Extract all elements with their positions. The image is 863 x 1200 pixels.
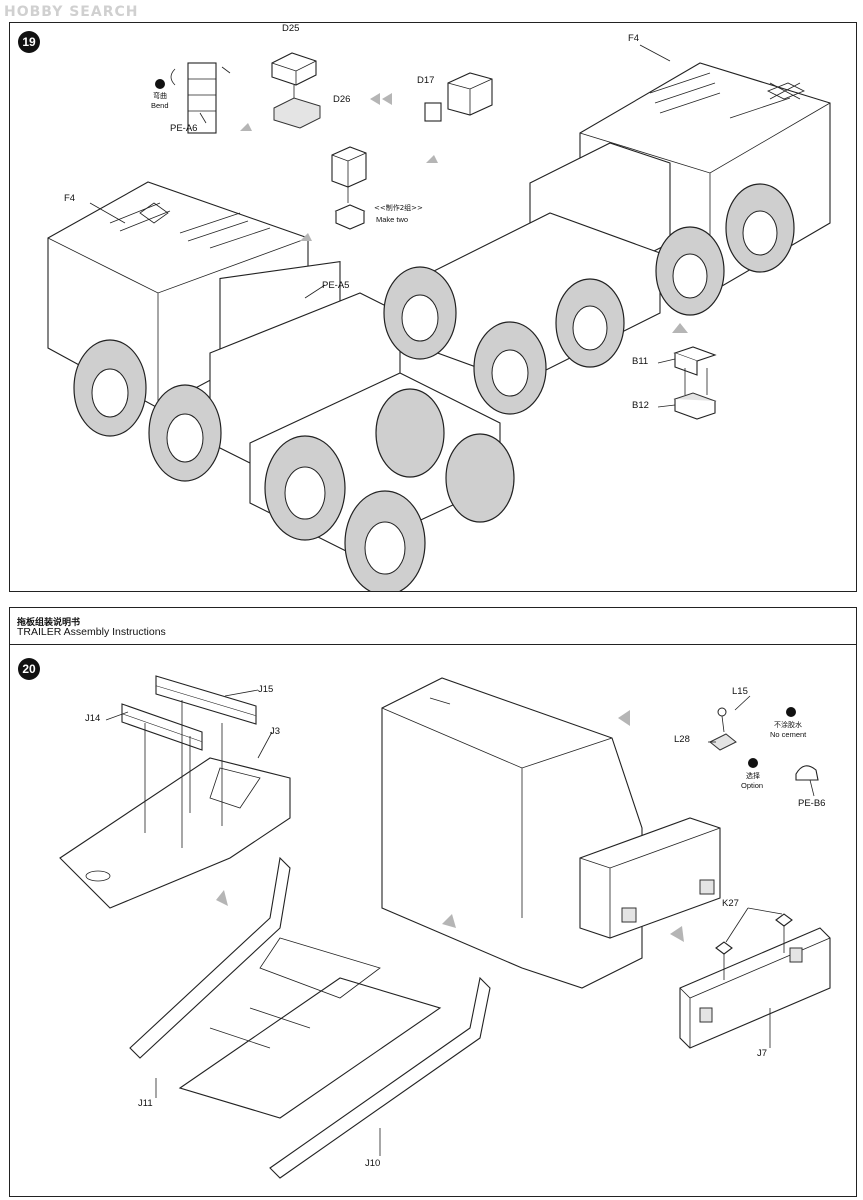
no-cement-icon	[786, 707, 796, 717]
make-two-part	[331, 146, 367, 230]
label-f4-right: F4	[628, 33, 640, 44]
make-two-en: Make two	[376, 215, 409, 224]
step-20-panel: 拖板组装说明书 TRAILER Assembly Instructions 20	[9, 607, 857, 1197]
d17-part	[424, 72, 493, 122]
label-b11: B11	[632, 356, 649, 367]
step-number-20: 20	[18, 658, 40, 680]
check-icon	[155, 79, 165, 89]
no-cement-cn: 不涂胶水	[774, 721, 802, 729]
label-j11: J11	[138, 1098, 153, 1109]
label-j10: J10	[365, 1158, 381, 1169]
l15-l28-pe-b6-part	[709, 707, 819, 781]
option-cn: 选择	[746, 772, 760, 780]
label-j14: J14	[85, 713, 101, 724]
b11-b12-part	[673, 346, 717, 420]
j7-part	[679, 913, 831, 1049]
label-j3: J3	[270, 726, 281, 737]
label-b12: B12	[632, 400, 649, 411]
step-20-drawing	[59, 675, 831, 1179]
left-truck-drawing	[47, 181, 515, 591]
bend-cn: 弯曲	[153, 92, 167, 100]
step-number-19: 19	[18, 31, 40, 53]
label-j7: J7	[757, 1048, 768, 1059]
make-two-cn: <<制作2组>>	[374, 204, 423, 212]
label-k27: K27	[722, 898, 739, 909]
no-cement-en: No cement	[770, 730, 807, 739]
j3-j14-j15-part	[59, 675, 291, 909]
label-pe-a6: PE-A6	[170, 123, 198, 134]
label-d26: D26	[333, 94, 351, 105]
label-l28: L28	[674, 734, 690, 745]
option-icon	[748, 758, 758, 768]
label-d17: D17	[417, 75, 435, 86]
header-divider	[10, 644, 856, 645]
label-d25: D25	[282, 23, 300, 34]
j10-j11-part	[129, 856, 491, 1179]
label-l15: L15	[732, 686, 748, 697]
label-pe-a5: PE-A5	[322, 280, 350, 291]
option-en: Option	[741, 781, 764, 790]
label-f4-left: F4	[64, 193, 76, 204]
label-pe-b6: PE-B6	[798, 798, 826, 809]
step-19-drawing	[47, 44, 831, 591]
d25-d26-part	[271, 52, 321, 129]
label-j15: J15	[258, 684, 274, 695]
header-en: TRAILER Assembly Instructions	[17, 626, 166, 638]
right-truck-drawing	[383, 62, 831, 415]
trailer-upper-section	[381, 677, 721, 989]
watermark: HOBBY SEARCH	[4, 4, 139, 20]
header-cn: 拖板组装说明书	[17, 618, 81, 628]
pe-a6-part	[170, 62, 231, 134]
step-19-panel: 19	[9, 22, 857, 592]
bend-en: Bend	[151, 101, 169, 110]
